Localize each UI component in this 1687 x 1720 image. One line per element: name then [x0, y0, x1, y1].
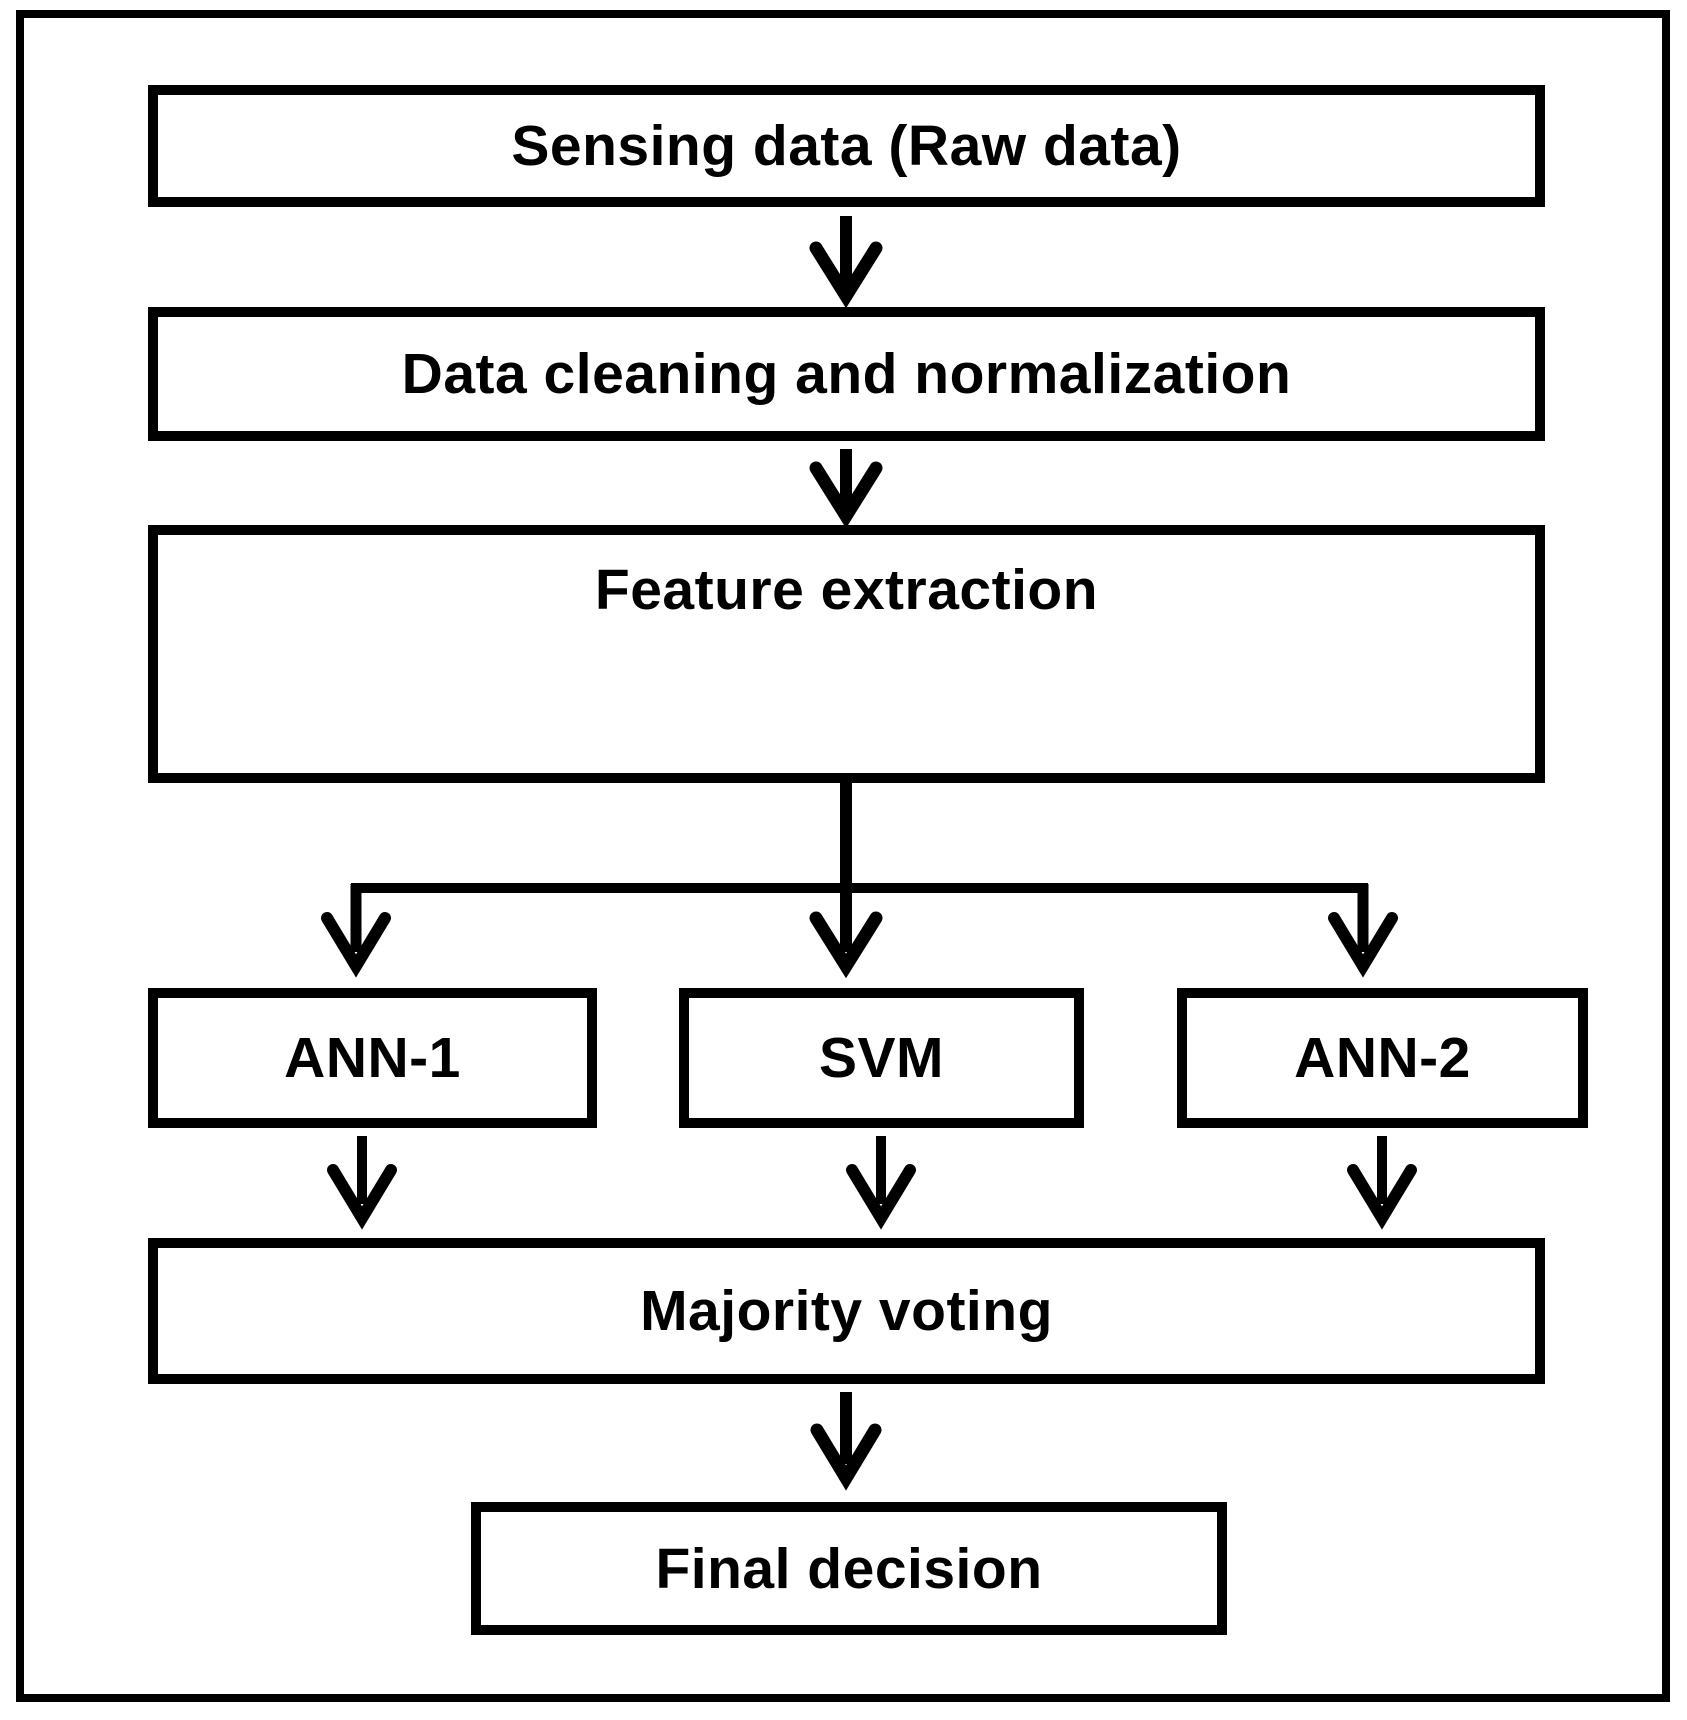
- node-label: Sensing data (Raw data): [511, 114, 1182, 178]
- arrow-down-icon: [809, 449, 883, 529]
- node-label: Feature extraction: [594, 558, 1099, 622]
- arrow-down-icon: [846, 1136, 916, 1230]
- node-sensing-data: Sensing data (Raw data): [148, 85, 1545, 207]
- node-label: SVM: [818, 1026, 945, 1090]
- node-svm: SVM: [679, 988, 1084, 1128]
- node-label: Data cleaning and normalization: [401, 342, 1292, 406]
- node-data-cleaning: Data cleaning and normalization: [148, 307, 1545, 441]
- node-final-decision: Final decision: [471, 1502, 1227, 1635]
- arrow-down-icon: [809, 216, 883, 309]
- node-ann-2: ANN-2: [1177, 988, 1588, 1128]
- node-feature-extraction: Feature extraction: [148, 525, 1545, 783]
- arrow-down-icon: [1347, 1136, 1417, 1230]
- arrow-down-icon: [327, 1136, 397, 1230]
- arrow-down-icon: [1328, 884, 1398, 978]
- node-label: Majority voting: [640, 1279, 1053, 1343]
- arrow-down-icon: [809, 783, 883, 979]
- outer-border: [16, 10, 1670, 1702]
- arrow-down-icon: [810, 1392, 882, 1491]
- node-label: Final decision: [655, 1536, 1043, 1601]
- node-ann-1: ANN-1: [148, 988, 597, 1128]
- node-label: ANN-1: [284, 1026, 461, 1090]
- node-majority-voting: Majority voting: [148, 1238, 1545, 1384]
- arrow-down-icon: [321, 884, 391, 978]
- node-label: ANN-2: [1294, 1026, 1471, 1090]
